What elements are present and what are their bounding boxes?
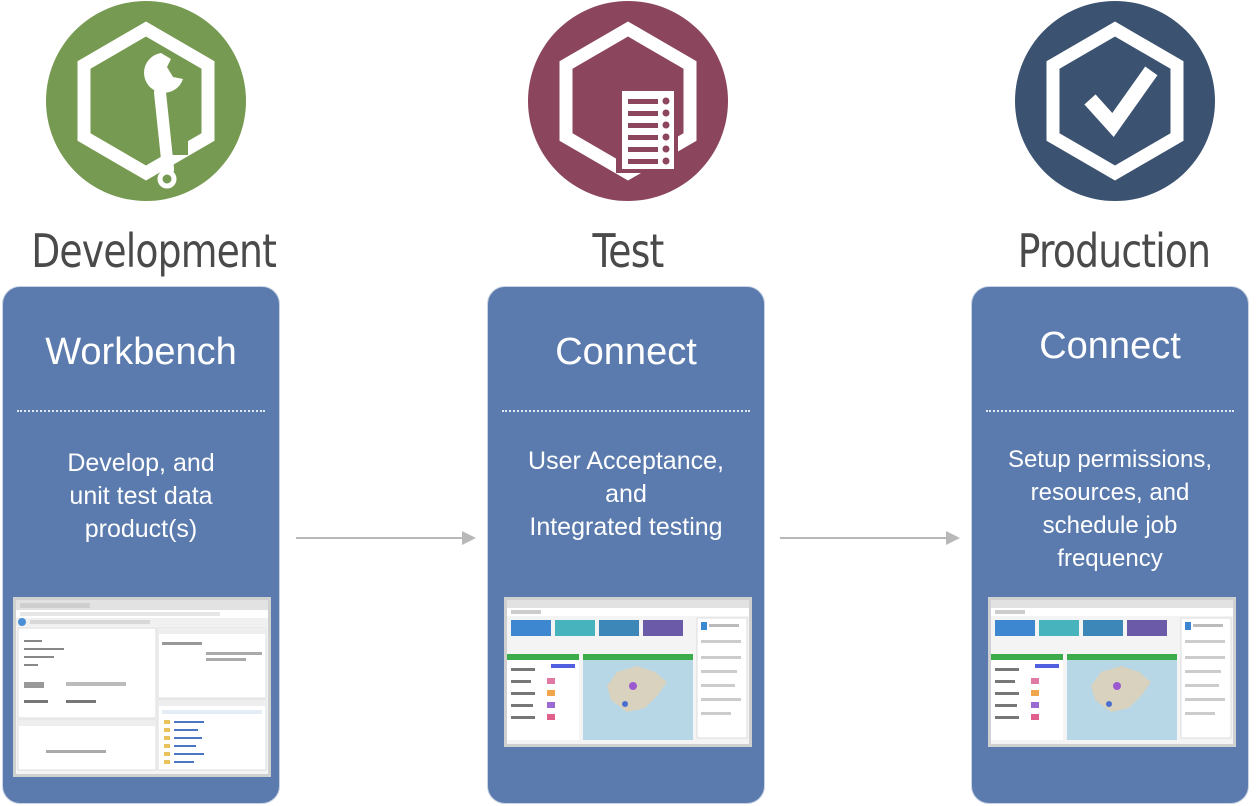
description-line: product(s) bbox=[84, 515, 198, 543]
checkmark-hexagon-icon bbox=[1046, 21, 1184, 181]
card-divider bbox=[17, 410, 265, 412]
description-line: schedule job bbox=[1042, 512, 1178, 539]
description-line: and bbox=[605, 480, 647, 508]
description-line: resources, and bbox=[1030, 479, 1190, 506]
development-card: Workbench Develop, and unit test data pr… bbox=[2, 286, 280, 804]
description-line: Integrated testing bbox=[529, 513, 723, 541]
production-badge bbox=[1015, 1, 1215, 201]
description-line: Develop, and bbox=[67, 449, 215, 477]
dashboard-screenshot-image bbox=[991, 600, 1233, 740]
card-divider bbox=[986, 410, 1234, 412]
card-description: User Acceptance, and Integrated testing bbox=[494, 445, 758, 544]
workbench-screenshot-thumbnail bbox=[13, 597, 271, 777]
card-product-title: Workbench bbox=[45, 331, 237, 373]
production-env-label: Production bbox=[1017, 224, 1211, 278]
wrench-hexagon-icon bbox=[77, 21, 215, 189]
workbench-screenshot-image bbox=[16, 600, 268, 771]
card-description: Develop, and unit test data product(s) bbox=[9, 447, 273, 546]
dashboard-screenshot-image bbox=[507, 600, 749, 740]
card-description: Setup permissions, resources, and schedu… bbox=[978, 443, 1242, 575]
arrow-right-icon bbox=[780, 531, 960, 545]
test-badge bbox=[528, 1, 728, 201]
description-line: unit test data bbox=[69, 482, 213, 510]
development-badge bbox=[46, 1, 246, 201]
test-card: Connect User Acceptance, and Integrated … bbox=[487, 286, 765, 804]
arrow-right-icon bbox=[296, 531, 476, 545]
development-env-label: Development bbox=[31, 224, 277, 278]
description-line: User Acceptance, bbox=[528, 447, 724, 475]
card-product-title: Connect bbox=[1039, 325, 1181, 367]
card-divider bbox=[502, 410, 750, 412]
test-env-label: Test bbox=[592, 224, 664, 278]
checklist-hexagon-icon bbox=[559, 21, 697, 181]
description-line: frequency bbox=[1057, 545, 1163, 572]
description-line: Setup permissions, bbox=[1007, 446, 1213, 473]
connect-dashboard-screenshot-thumbnail bbox=[988, 597, 1236, 747]
production-card: Connect Setup permissions, resources, an… bbox=[971, 286, 1249, 804]
connect-dashboard-screenshot-thumbnail bbox=[504, 597, 752, 747]
card-product-title: Connect bbox=[555, 331, 697, 373]
